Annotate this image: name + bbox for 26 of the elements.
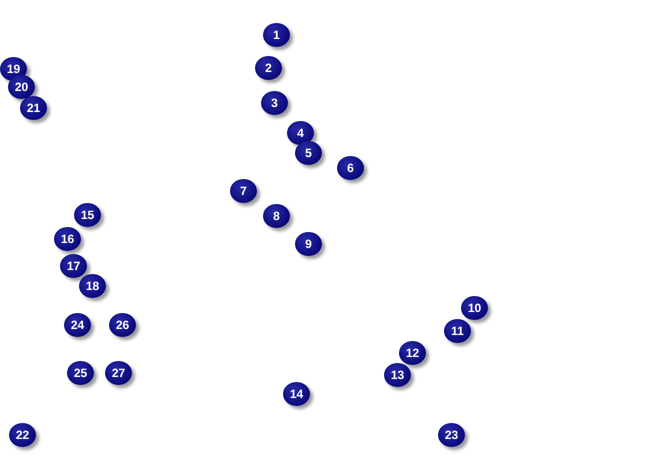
callout-number: 14 xyxy=(283,382,310,406)
callout-number: 12 xyxy=(399,341,426,365)
callout-number: 5 xyxy=(295,141,322,165)
callout-number: 21 xyxy=(20,96,47,120)
callout-number: 22 xyxy=(9,423,36,447)
callout-number: 24 xyxy=(64,313,91,337)
callout-number: 15 xyxy=(74,203,101,227)
callout-number: 8 xyxy=(263,204,290,228)
callout-number: 16 xyxy=(54,227,81,251)
callout-number: 9 xyxy=(295,232,322,256)
callout-number: 23 xyxy=(438,423,465,447)
callout-number: 18 xyxy=(79,274,106,298)
callout-number: 17 xyxy=(60,254,87,278)
callout-number: 7 xyxy=(230,179,257,203)
callout-number: 1 xyxy=(263,23,290,47)
callout-number: 10 xyxy=(461,296,488,320)
callout-number: 27 xyxy=(105,361,132,385)
callout-number: 11 xyxy=(444,319,471,343)
callout-number: 20 xyxy=(8,75,35,99)
callout-number: 4 xyxy=(287,121,314,145)
callout-number: 3 xyxy=(261,91,288,115)
callout-number: 25 xyxy=(67,361,94,385)
callout-number: 2 xyxy=(255,56,282,80)
callout-number: 13 xyxy=(384,363,411,387)
callout-number: 26 xyxy=(109,313,136,337)
callout-number: 6 xyxy=(337,156,364,180)
